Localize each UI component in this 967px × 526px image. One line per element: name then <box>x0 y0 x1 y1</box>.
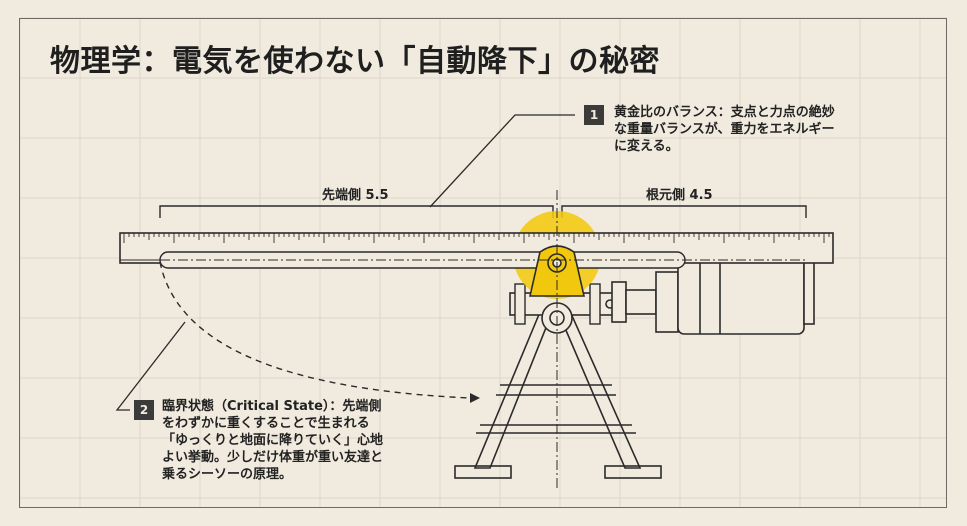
descent-arc <box>159 261 471 399</box>
callout-1-leader <box>429 114 575 208</box>
root-side-label: 根元側 4.5 <box>646 188 713 203</box>
page-title: 物理学：電気を使わない「自動降下」の秘密 <box>50 44 660 79</box>
diagram-frame <box>19 18 947 508</box>
callout-2-line: 「ゆっくりと地面に降りていく」心地 <box>162 433 384 448</box>
callout-2-line: よい挙動。少しだけ体重が重い友達と <box>162 450 384 465</box>
bearing-block <box>509 292 621 334</box>
callout-1-line: 黄金比のバランス：支点と力点の絶妙 <box>614 105 835 120</box>
callout-2-line: 臨界状態（Critical State）：先端側 <box>162 399 382 414</box>
beam <box>119 232 834 269</box>
callout-1-line: に変える。 <box>614 139 679 154</box>
callout-2-leader <box>115 321 186 411</box>
motor <box>611 251 815 335</box>
callout-1-number: 1 <box>584 105 604 125</box>
callout-1-line: な重量バランスが、重力をエネルギー <box>614 122 835 137</box>
dimension-root-side <box>561 205 807 218</box>
arc-arrowhead <box>470 393 480 403</box>
mounting-bolts <box>514 283 601 325</box>
dimension-tip-side <box>159 205 554 218</box>
centerline <box>160 190 806 488</box>
callout-2-line: 乗るシーソーの原理。 <box>162 467 293 482</box>
callout-2-text: 臨界状態（Critical State）：先端側 をわずかに重くすることで生まれ… <box>162 398 383 483</box>
callout-2-line: をわずかに重くすることで生まれる <box>162 416 370 431</box>
tip-side-label: 先端側 5.5 <box>322 188 389 203</box>
callout-2-number: 2 <box>134 400 154 420</box>
callout-1-text: 黄金比のバランス：支点と力点の絶妙 な重量バランスが、重力をエネルギー に変える… <box>614 104 835 155</box>
